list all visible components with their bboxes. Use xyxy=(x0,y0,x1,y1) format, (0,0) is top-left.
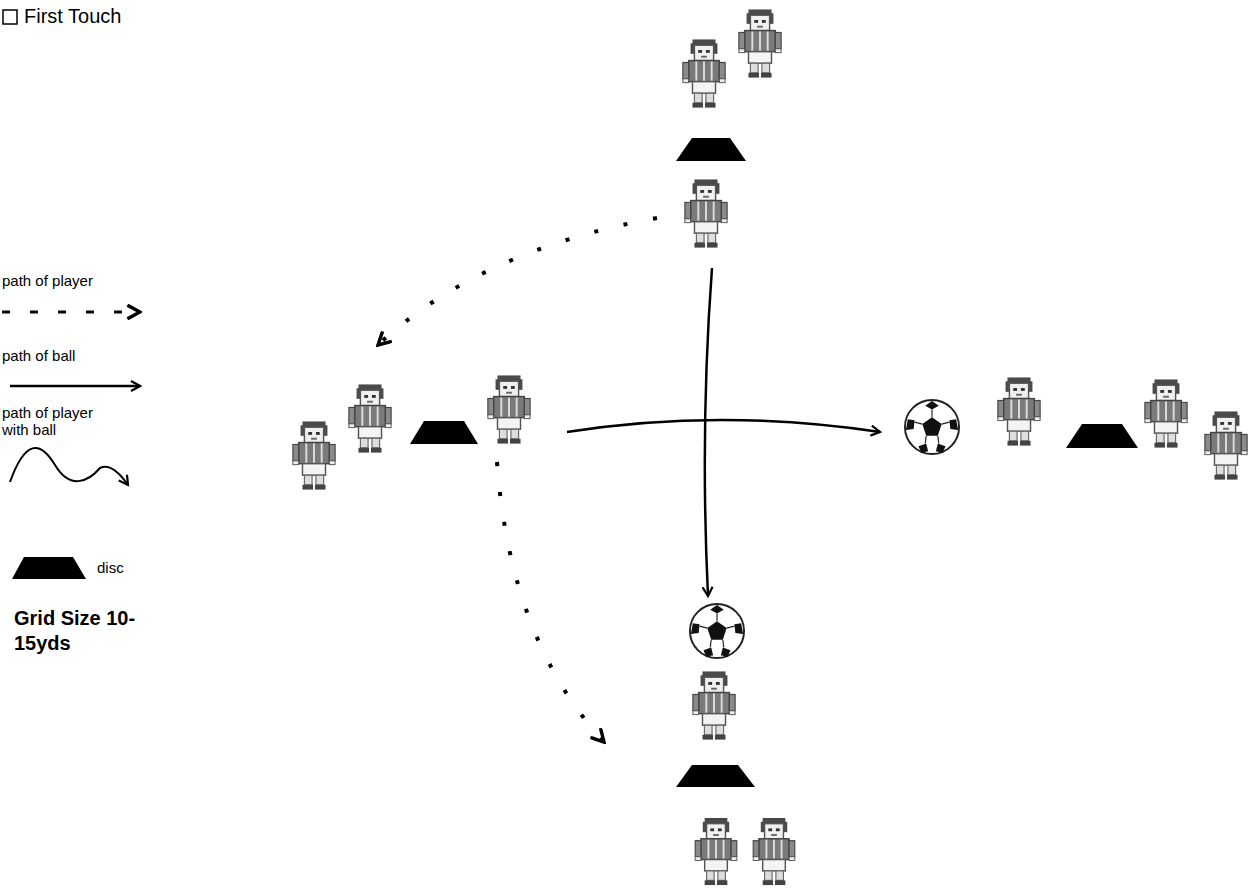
disc-markers xyxy=(410,138,1138,787)
legend-label: path of ball xyxy=(2,347,114,364)
checkbox-icon xyxy=(3,10,17,24)
diagram-title: First Touch xyxy=(24,5,121,28)
players xyxy=(293,9,1247,885)
player-paths xyxy=(378,218,657,742)
soccer-ball xyxy=(905,400,959,454)
grid-size-note: Grid Size 10-15yds xyxy=(14,606,139,656)
ball-paths xyxy=(567,268,880,596)
legend-label: path of player xyxy=(2,272,114,289)
legend-label: path of player with ball xyxy=(2,404,114,439)
soccer-ball xyxy=(690,604,744,658)
legend-samples xyxy=(2,312,140,579)
legend-label: disc xyxy=(97,559,209,576)
